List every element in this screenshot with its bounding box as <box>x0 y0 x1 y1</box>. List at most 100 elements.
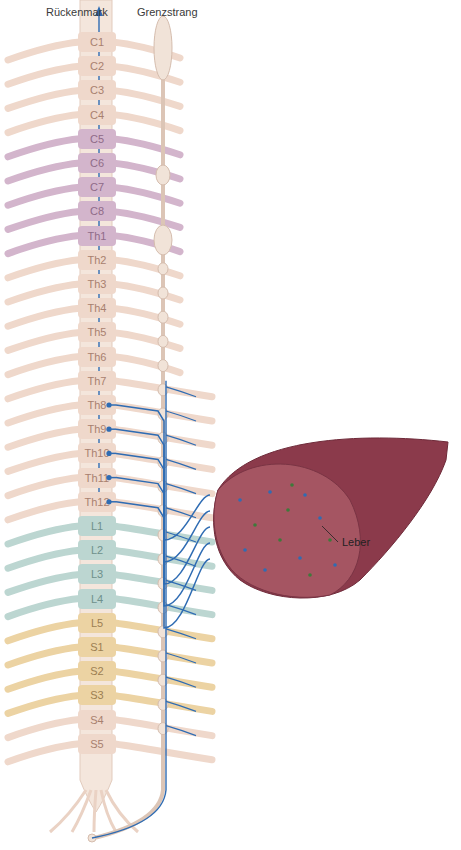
nerve-root <box>8 90 80 108</box>
segment-label: Th12 <box>84 496 109 508</box>
nerve-root <box>8 720 80 738</box>
spinal-segment: Th1 <box>78 226 116 246</box>
segment-label: L2 <box>91 544 103 556</box>
spinal-segment: Th5 <box>78 322 116 342</box>
nerve-root <box>8 66 80 84</box>
nerve-root <box>8 695 80 713</box>
ganglion <box>158 360 168 372</box>
nerve-root <box>8 574 80 592</box>
sympathetic-branch <box>166 459 196 469</box>
nerve-line <box>109 404 116 406</box>
nerve-root <box>112 284 180 300</box>
ganglion <box>156 165 170 185</box>
nerve-root <box>8 236 80 254</box>
nerve-root <box>8 599 80 617</box>
nerve-root <box>112 260 180 276</box>
vessel-dot <box>298 556 302 560</box>
vessel-dot <box>238 498 242 502</box>
spinal-segment: C5 <box>78 129 116 149</box>
spinal-segment: L4 <box>78 589 116 609</box>
segment-label: C7 <box>90 181 104 193</box>
segment-label: Th2 <box>88 254 107 266</box>
nerve-root <box>8 478 80 496</box>
segment-label: S5 <box>90 738 103 750</box>
leader-line <box>322 526 338 542</box>
vessel-dot <box>308 573 312 577</box>
sympathetic-branch <box>166 653 196 663</box>
segment-label: C1 <box>90 36 104 48</box>
liver-shape <box>210 430 450 600</box>
nerve-line <box>109 477 116 479</box>
spinal-segment: L5 <box>78 613 116 633</box>
nerve-root <box>112 115 180 131</box>
vessel-dot <box>318 516 322 520</box>
segment-label: S1 <box>90 641 103 653</box>
nerve-pathway <box>106 402 210 540</box>
nerve-root <box>8 526 80 544</box>
vessel-dot <box>243 548 247 552</box>
nerve-pathway <box>106 499 210 628</box>
nerve-root <box>8 357 80 375</box>
sympathetic-branch <box>166 435 196 445</box>
spinal-segment: C7 <box>78 177 116 197</box>
liver-organ: Leber <box>210 430 450 600</box>
organ-label: Leber <box>342 536 370 548</box>
spinal-segment: C3 <box>78 80 116 100</box>
nerve-root <box>8 550 80 568</box>
segment-label: Th3 <box>88 278 107 290</box>
segment-label: C8 <box>90 205 104 217</box>
sympathetic-branch <box>166 629 196 639</box>
ganglion <box>154 225 172 255</box>
sympathetic-branch <box>166 726 196 736</box>
segment-label: C6 <box>90 157 104 169</box>
vessel-dot <box>333 563 337 567</box>
vessel-dot <box>328 538 332 542</box>
nerve-root <box>8 211 80 229</box>
sympathetic-branch <box>166 484 196 494</box>
nerve-root <box>8 308 80 326</box>
spinal-segment: S2 <box>78 661 116 681</box>
spinal-segment: Th3 <box>78 274 116 294</box>
sympathetic-branch <box>166 387 196 397</box>
segment-label: Th4 <box>88 302 107 314</box>
ganglion <box>158 335 168 347</box>
vessel-dot <box>253 523 257 527</box>
nerve-line <box>116 429 210 562</box>
vessel-dot <box>303 493 307 497</box>
nerve-root <box>8 502 80 520</box>
spinal-segment: C4 <box>78 105 116 125</box>
segment-label: C2 <box>90 60 104 72</box>
nerve-line <box>109 501 116 503</box>
column-title: Grenzstrang <box>137 6 198 18</box>
spinal-segment: C6 <box>78 153 116 173</box>
ganglion <box>154 16 172 80</box>
nerve-root <box>112 139 180 155</box>
segment-label: S4 <box>90 714 103 726</box>
nerve-root <box>112 357 180 373</box>
spinal-segment: S1 <box>78 637 116 657</box>
vessel-dot <box>290 483 294 487</box>
nerve-line <box>116 405 210 540</box>
nerve-root <box>8 381 80 399</box>
vessel-dot <box>278 538 282 542</box>
spinal-segment: L3 <box>78 564 116 584</box>
segment-label: L4 <box>91 593 103 605</box>
cauda-fiber <box>72 790 91 832</box>
segment-label: C5 <box>90 133 104 145</box>
nerve-root <box>8 623 80 641</box>
nerve-root <box>8 647 80 665</box>
nerve-root <box>8 187 80 205</box>
vessel-dot <box>263 568 267 572</box>
spinal-segment: C1 <box>78 32 116 52</box>
ganglion <box>158 263 168 275</box>
nerve-line <box>109 428 116 430</box>
nerve-root <box>8 332 80 350</box>
ganglion <box>158 311 168 323</box>
nerve-root <box>8 139 80 157</box>
segment-label: Th10 <box>84 447 109 459</box>
spinal-segment: Th6 <box>78 347 116 367</box>
nerve-root <box>112 211 180 227</box>
